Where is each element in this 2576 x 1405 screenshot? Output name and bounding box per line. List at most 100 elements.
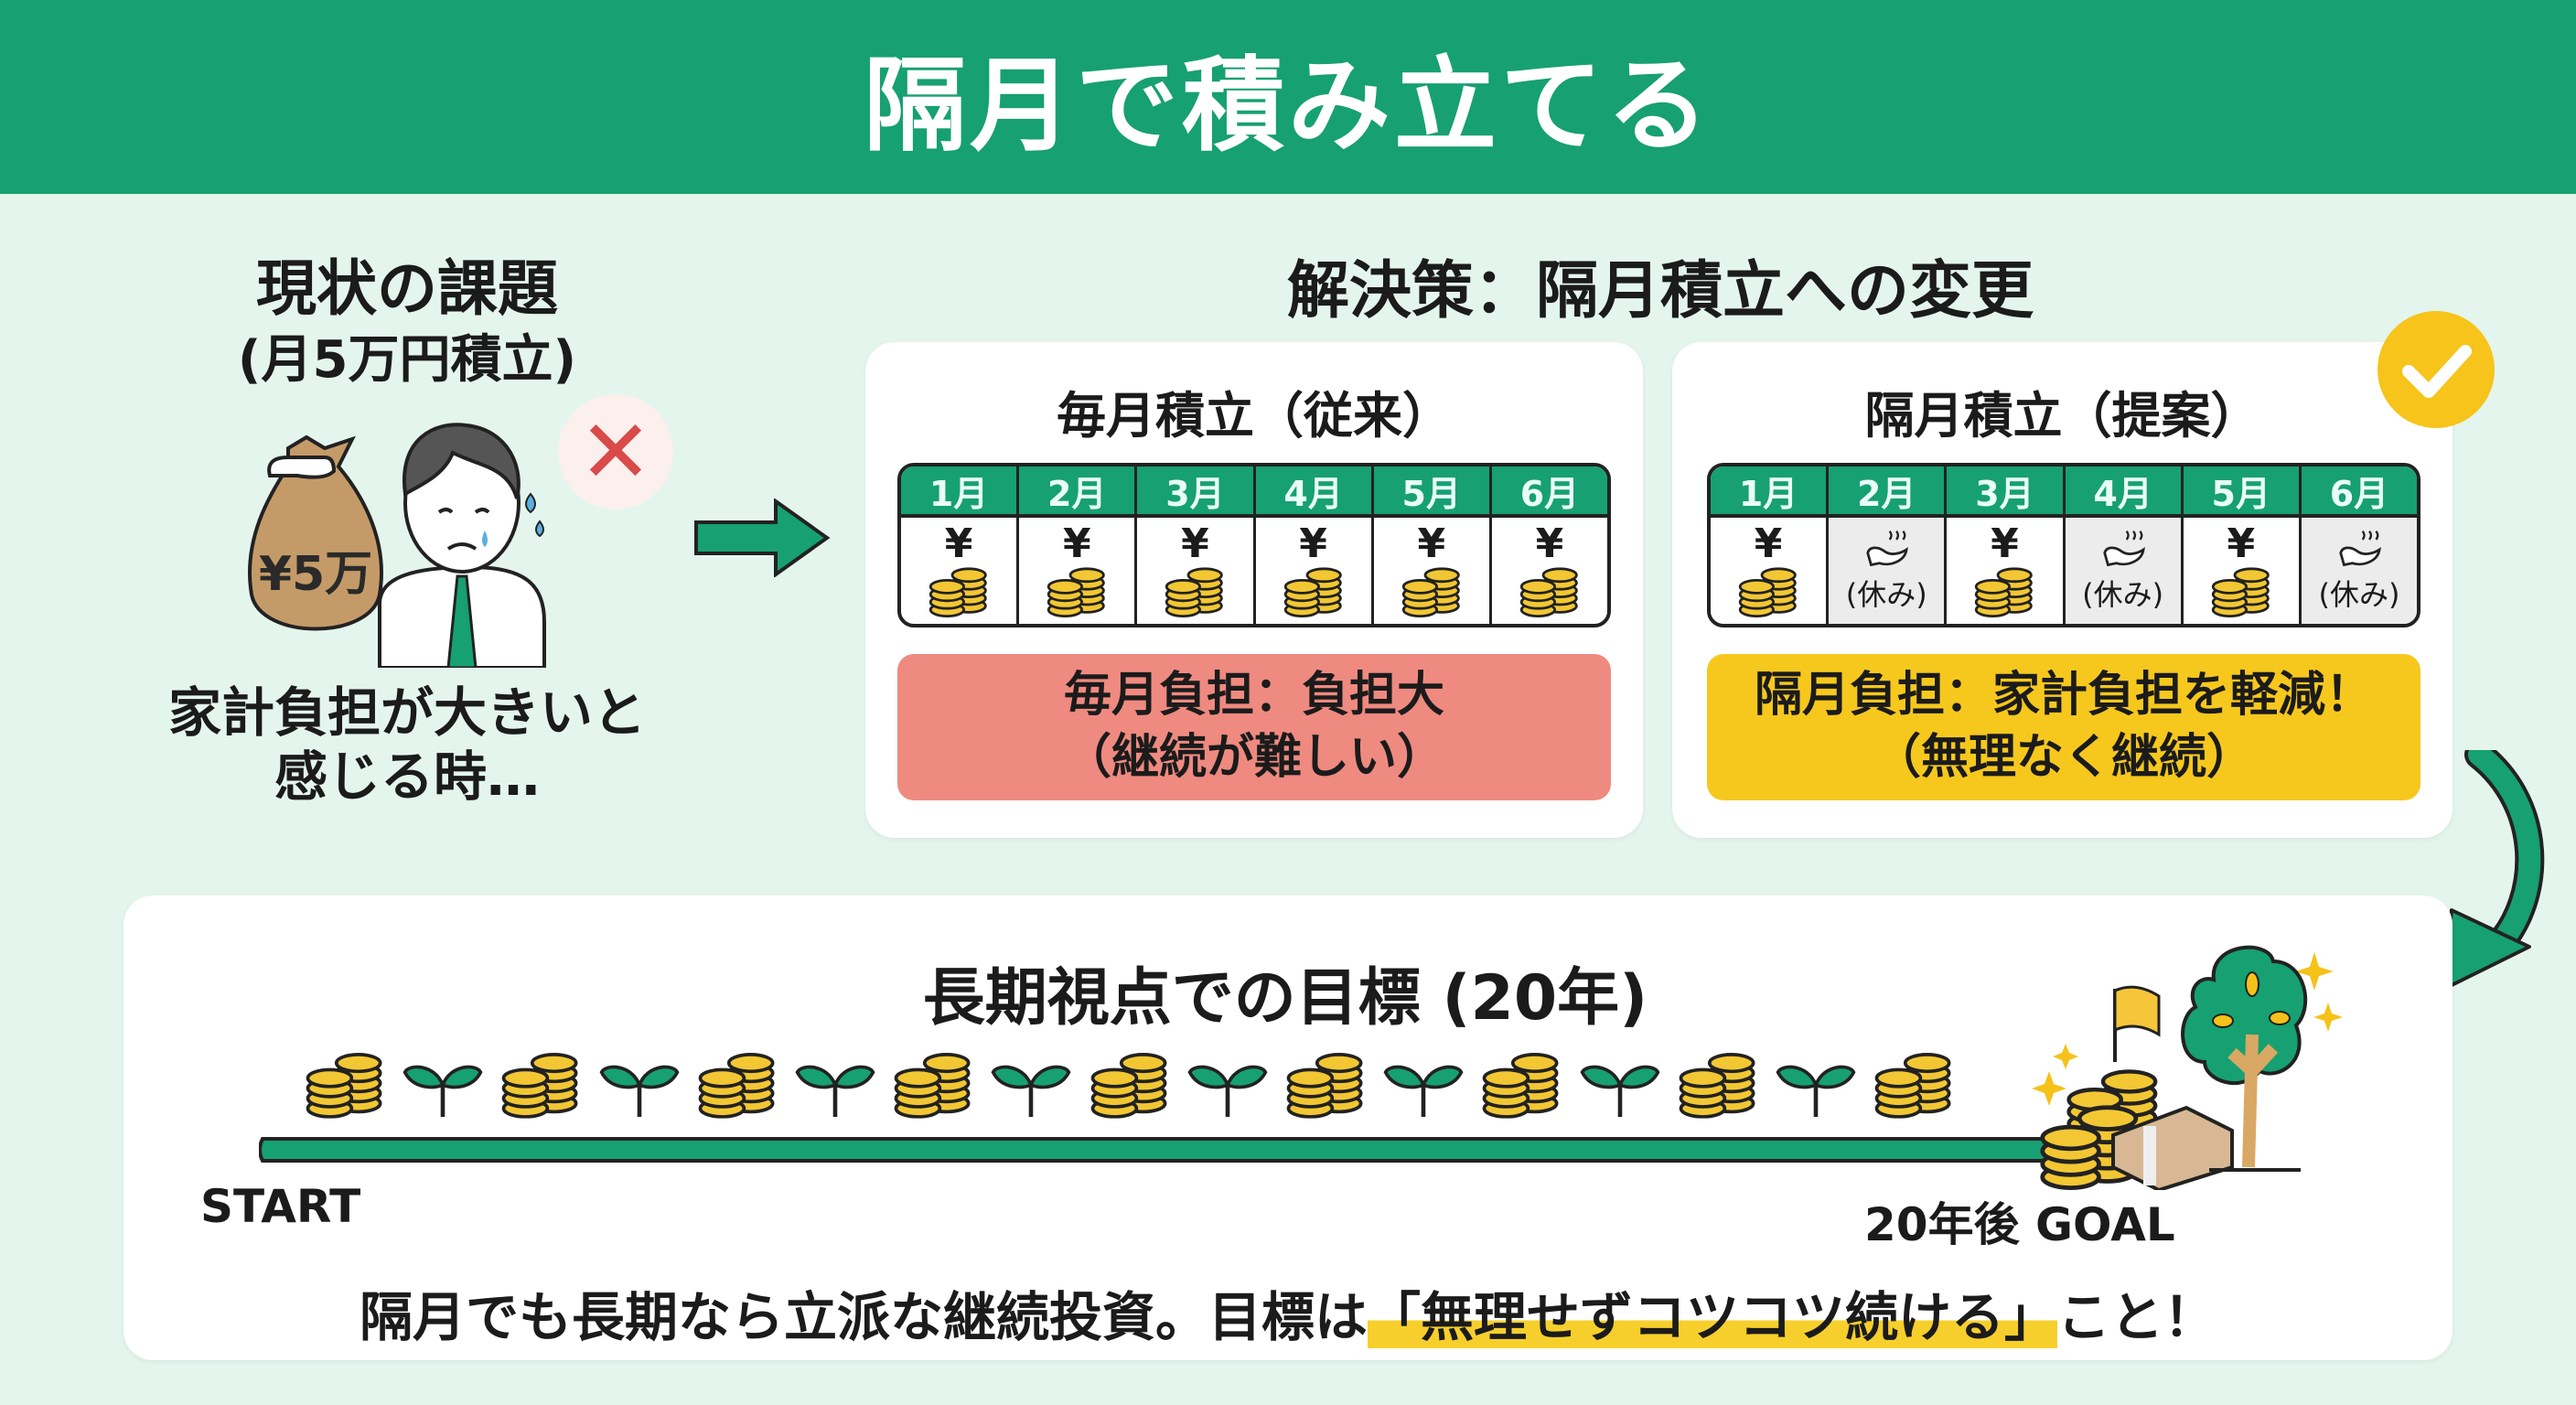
coin-stack-icon (1872, 1051, 1956, 1119)
coin-stack-icon (1399, 566, 1465, 617)
month-calendar: 1月¥2月(休み)3月¥4月(休み)5月¥6月(休み) (1707, 463, 2420, 627)
sprout-icon (1381, 1051, 1465, 1119)
invest-cell: ¥ (1711, 518, 1826, 624)
money-bag-label: ¥5万 (259, 547, 372, 602)
rest-hand-icon (1861, 528, 1912, 570)
rest-label: (休み) (2318, 577, 2400, 612)
rest-cell: (休み) (2301, 518, 2417, 624)
month-label: 6月 (2301, 467, 2417, 518)
start-label: START (200, 1180, 361, 1233)
yen-symbol: ¥ (944, 520, 973, 567)
coin-stack-icon (695, 1051, 779, 1119)
invest-cell: ¥ (1374, 518, 1489, 624)
coin-stack-icon (1735, 566, 1801, 617)
month-column: 6月¥ (1491, 467, 1607, 624)
goal-title: 長期視点での目標 (20年) (922, 962, 1648, 1035)
yen-symbol: ¥ (1417, 520, 1446, 567)
monthly-summary-box: 毎月負担：負担大 （継続が難しい） (897, 654, 1611, 800)
month-label: 1月 (1711, 467, 1827, 518)
timeline-arrow (259, 1122, 2130, 1177)
invest-cell: ¥ (901, 518, 1016, 624)
rest-cell: (休み) (1829, 518, 1945, 624)
yen-symbol: ¥ (2227, 520, 2256, 567)
invest-cell: ¥ (1256, 518, 1371, 624)
month-label: 2月 (1829, 467, 1945, 518)
coin-stack-icon (891, 1051, 975, 1119)
timeline-items (123, 1051, 2045, 1133)
yen-symbol: ¥ (1535, 520, 1564, 567)
sprout-icon (989, 1051, 1073, 1119)
month-label: 2月 (1019, 467, 1135, 518)
sprout-icon (1578, 1051, 1662, 1119)
problem-subtitle: (月5万円積立) (237, 330, 577, 390)
rest-hand-icon (2334, 528, 2385, 570)
month-column: 2月¥ (1019, 467, 1138, 624)
solution-title: 解決策：隔月積立への変更 (1286, 255, 2034, 327)
goal-coins-tree-illustration (2032, 945, 2343, 1190)
month-column: 3月¥ (1947, 467, 2066, 624)
month-column: 2月(休み) (1829, 467, 1948, 624)
month-label: 5月 (1373, 467, 1489, 518)
sprout-icon (793, 1051, 877, 1119)
summary-line1: 隔月負担：家計負担を軽減！ (1754, 668, 2373, 724)
month-label: 3月 (1947, 467, 2063, 518)
worried-man-illustration: ¥5万 (248, 423, 546, 668)
sprout-icon (1774, 1051, 1858, 1119)
summary-line2: （継続が難しい） (1063, 730, 1444, 785)
goal-label: 20年後 GOAL (1864, 1198, 2175, 1251)
curved-down-arrow-icon (2441, 750, 2545, 992)
summary-line1: 毎月負担：負担大 (1063, 668, 1444, 724)
problem-caption-line1: 家計負担が大きいと (167, 681, 646, 744)
yen-symbol: ¥ (1754, 520, 1783, 567)
problem-title: 現状の課題 (256, 253, 558, 324)
goal-message-before: 隔月でも長期なら立派な継続投資。目標は (359, 1286, 1368, 1348)
coin-stack-icon (1479, 1051, 1563, 1119)
month-column: 4月¥ (1255, 467, 1374, 624)
coin-stack-icon (1044, 566, 1110, 617)
coin-stack-icon (1517, 566, 1583, 617)
month-label: 3月 (1137, 467, 1253, 518)
rest-cell: (休み) (2065, 518, 2181, 624)
month-column: 3月¥ (1137, 467, 1256, 624)
sprout-icon (401, 1051, 485, 1119)
goal-message: 隔月でも長期なら立派な継続投資。目標は「無理せずコツコツ続ける」こと！ (123, 1274, 2453, 1351)
bimonthly-summary-box: 隔月負担：家計負担を軽減！ （無理なく継続） (1707, 654, 2420, 800)
coin-stack-icon (1283, 1051, 1368, 1119)
goal-message-highlight: 「無理せずコツコツ続ける」 (1367, 1286, 2057, 1348)
coin-stack-icon (926, 566, 992, 617)
month-label: 6月 (1491, 467, 1607, 518)
invest-cell: ¥ (1492, 518, 1607, 624)
yen-symbol: ¥ (1299, 520, 1327, 567)
problem-caption: 家計負担が大きいと 感じる時… (146, 681, 668, 809)
rest-label: (休み) (2082, 577, 2164, 612)
month-label: 5月 (2183, 467, 2299, 518)
header-banner: 隔月で積み立てる (0, 0, 2576, 194)
invest-cell: ¥ (1947, 518, 2062, 624)
month-label: 4月 (1255, 467, 1371, 518)
card-title: 毎月積立（従来） (1057, 387, 1452, 445)
month-column: 4月(休み) (2065, 467, 2184, 624)
coin-stack-icon (303, 1051, 387, 1119)
coin-stack-icon (1676, 1051, 1760, 1119)
yen-symbol: ¥ (1062, 520, 1091, 567)
month-label: 1月 (901, 467, 1017, 518)
invest-cell: ¥ (1137, 518, 1252, 624)
invest-cell: ¥ (1019, 518, 1134, 624)
month-column: 5月¥ (1373, 467, 1492, 624)
coin-stack-icon (1162, 566, 1228, 617)
coin-stack-icon (1971, 566, 2037, 617)
invest-cell: ¥ (2184, 518, 2299, 624)
yen-symbol: ¥ (1991, 520, 2019, 567)
month-column: 1月¥ (1711, 467, 1830, 624)
goal-message-after: こと！ (2057, 1286, 2217, 1348)
sprout-icon (1186, 1051, 1270, 1119)
coin-stack-icon (2208, 566, 2274, 617)
sprout-icon (597, 1051, 682, 1119)
rest-hand-icon (2098, 528, 2149, 570)
month-column: 6月 (休み) (2301, 467, 2417, 624)
summary-line2: （無理なく継続） (1873, 730, 2254, 785)
month-column: 1月¥ (901, 467, 1020, 624)
problem-caption-line2: 感じる時… (274, 745, 540, 808)
monthly-plan-card: 毎月積立（従来） 1月¥2月¥3月¥4月¥5月¥6月¥ 毎月負担：負担大 （継続… (865, 342, 1643, 838)
month-calendar: 1月¥2月¥3月¥4月¥5月¥6月¥ (897, 463, 1611, 627)
